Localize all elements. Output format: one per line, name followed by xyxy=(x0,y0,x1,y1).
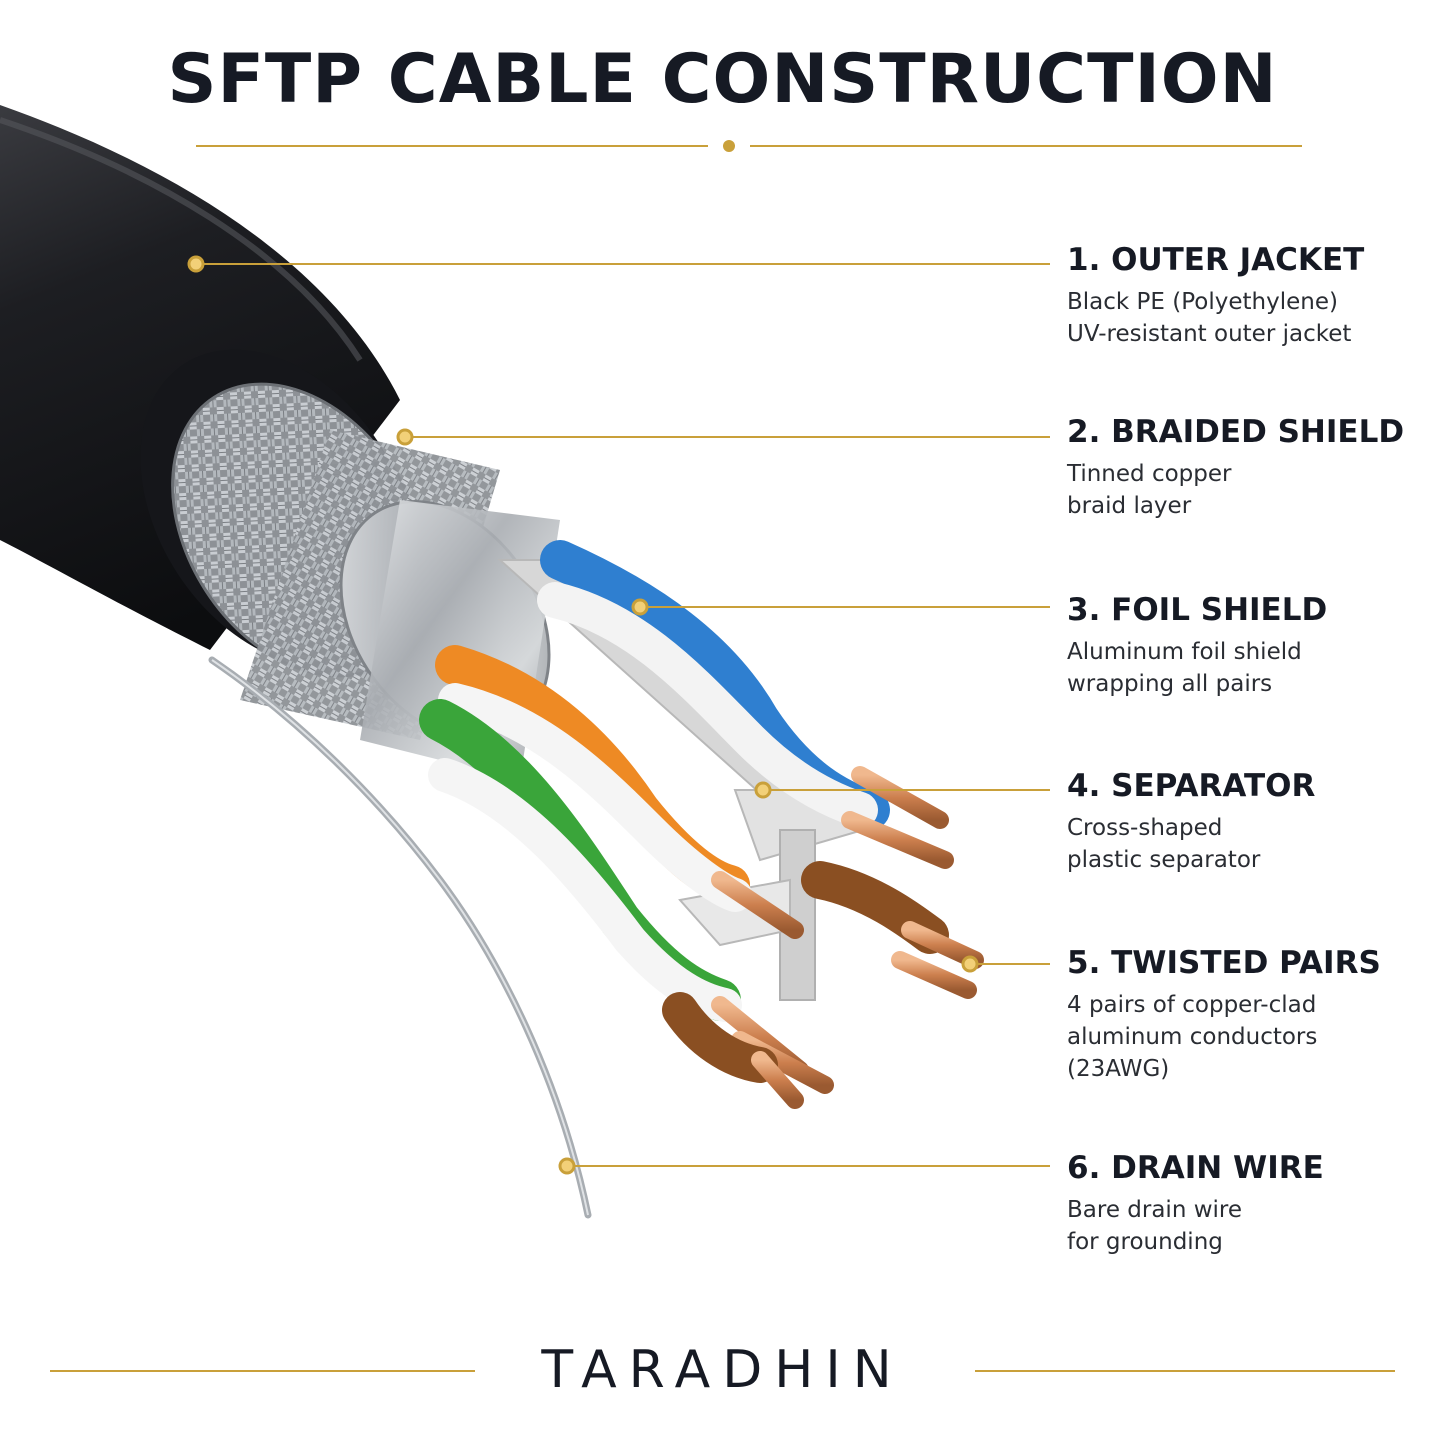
callout-heading: 1. OUTER JACKET xyxy=(1067,242,1365,278)
pair-brown xyxy=(662,861,984,1109)
callout-line: plastic separator xyxy=(1067,847,1261,873)
pair-green xyxy=(419,699,834,1094)
callout-line: Aluminum foil shield xyxy=(1067,639,1302,665)
callout-drain-wire: 6. DRAIN WIRE Bare drain wire for ground… xyxy=(1067,1150,1427,1258)
callout-description: Bare drain wire for grounding xyxy=(1067,1194,1427,1258)
brand-rule-right xyxy=(975,1370,1395,1372)
callout-line: Bare drain wire xyxy=(1067,1197,1243,1223)
callout-description: 4 pairs of copper-clad aluminum conducto… xyxy=(1067,989,1427,1085)
callout-line: UV-resistant outer jacket xyxy=(1067,321,1352,347)
callout-heading: 3. FOIL SHIELD xyxy=(1067,592,1328,628)
callout-foil-shield: 3. FOIL SHIELD Aluminum foil shield wrap… xyxy=(1067,592,1427,700)
callout-outer-jacket: 1. OUTER JACKET Black PE (Polyethylene) … xyxy=(1067,242,1427,350)
callout-braided-shield: 2. BRAIDED SHIELD Tinned copper braid la… xyxy=(1067,414,1427,522)
brand-logo: TARADHIN xyxy=(541,1340,904,1400)
callout-heading: 2. BRAIDED SHIELD xyxy=(1067,414,1405,450)
leader-markers xyxy=(187,255,979,1175)
callout-line: Black PE (Polyethylene) xyxy=(1067,289,1338,315)
brand-rule-left xyxy=(50,1370,475,1372)
title-rule-right xyxy=(750,145,1302,147)
leader-lines xyxy=(196,263,1050,1167)
callout-heading: 6. DRAIN WIRE xyxy=(1067,1150,1324,1186)
pair-orange xyxy=(435,645,804,939)
title-rule-left xyxy=(196,145,708,147)
callout-line: braid layer xyxy=(1067,493,1192,519)
page-title: SFTP CABLE CONSTRUCTION xyxy=(167,40,1278,119)
callout-separator: 4. SEPARATOR Cross-shaped plastic separa… xyxy=(1067,768,1427,876)
callout-heading: 4. SEPARATOR xyxy=(1067,768,1316,804)
callout-line: Tinned copper xyxy=(1067,461,1232,487)
callout-description: Black PE (Polyethylene) UV-resistant out… xyxy=(1067,286,1427,350)
callout-description: Cross-shaped plastic separator xyxy=(1067,812,1427,876)
callout-twisted-pairs: 5. TWISTED PAIRS 4 pairs of copper-clad … xyxy=(1067,945,1427,1085)
callout-line: wrapping all pairs xyxy=(1067,671,1273,697)
callout-line: aluminum conductors xyxy=(1067,1024,1318,1050)
callout-line: Cross-shaped xyxy=(1067,815,1223,841)
callout-line: 4 pairs of copper-clad xyxy=(1067,992,1317,1018)
callout-line: for grounding xyxy=(1067,1229,1223,1255)
title-rule-dot xyxy=(723,140,735,152)
callout-line: (23AWG) xyxy=(1067,1056,1170,1082)
callout-description: Aluminum foil shield wrapping all pairs xyxy=(1067,636,1427,700)
callout-description: Tinned copper braid layer xyxy=(1067,458,1427,522)
pair-blue xyxy=(537,540,954,869)
callout-heading: 5. TWISTED PAIRS xyxy=(1067,945,1381,981)
